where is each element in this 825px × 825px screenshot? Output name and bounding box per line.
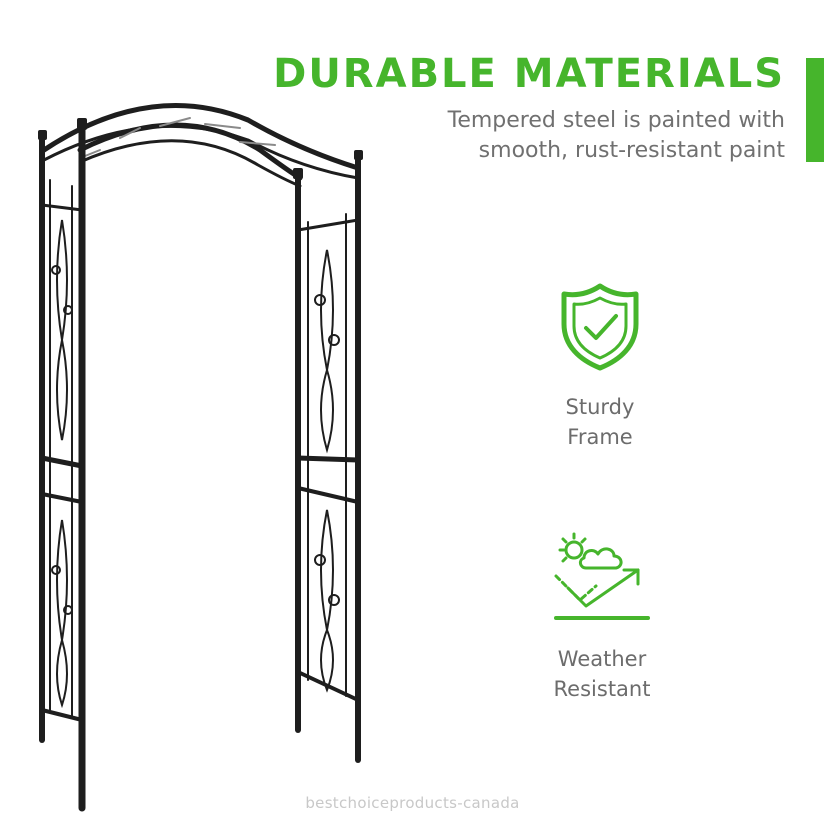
feature-label-line1: Sturdy [565,395,635,419]
feature-label-line2: Resistant [553,677,651,701]
headline-subtitle-line1: Tempered steel is painted with [447,108,785,133]
headline-subtitle-line2: smooth, rust-resistant paint [478,138,785,163]
feature-weather-resistant: Weather Resistant [502,530,702,704]
feature-label: Weather Resistant [502,644,702,704]
garden-arbor-illustration [38,103,363,812]
headline-title: DURABLE MATERIALS [273,51,785,97]
watermark-text: bestchoiceproducts-canada [305,794,520,812]
headline-block: DURABLE MATERIALS Tempered steel is pain… [265,50,785,166]
feature-label-line2: Frame [567,425,633,449]
feature-label-line1: Weather [557,647,647,671]
shield-check-icon [561,283,639,371]
feature-sturdy-frame: Sturdy Frame [500,282,700,452]
green-accent-bar [806,58,824,162]
headline-subtitle: Tempered steel is painted with smooth, r… [265,106,785,166]
feature-label: Sturdy Frame [500,392,700,452]
weather-resistant-icon [554,532,650,620]
